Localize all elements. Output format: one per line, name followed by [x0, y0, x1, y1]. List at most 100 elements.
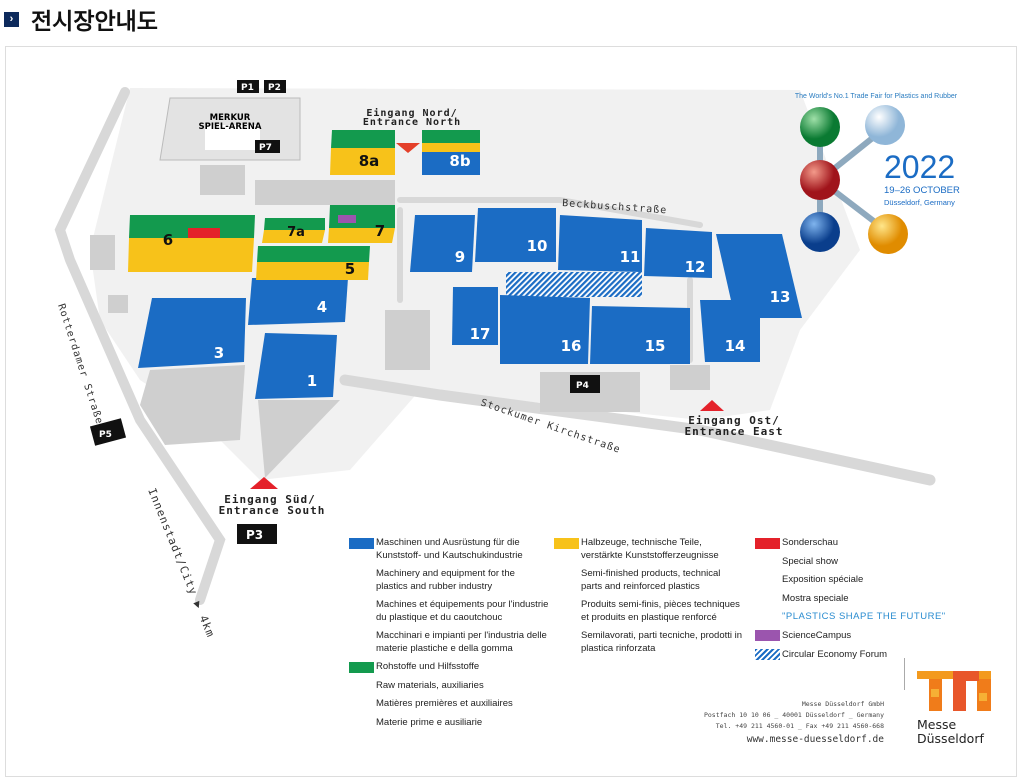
page-title: 전시장안내도 — [31, 9, 158, 35]
hall-8b — [422, 130, 480, 143]
hall-7a — [264, 218, 325, 230]
hall-label: 13 — [770, 288, 791, 306]
hall-1 — [255, 333, 337, 399]
red-sphere-icon — [800, 160, 840, 200]
hall-12 — [644, 228, 712, 278]
arena-label: SPIEL-ARENA — [199, 122, 262, 132]
footer-website[interactable]: www.messe-duesseldorf.de — [746, 734, 884, 745]
hall-label: 17 — [470, 325, 491, 343]
hall-label: 4 — [317, 298, 327, 316]
hall-13 — [716, 234, 802, 318]
green-sphere-icon — [800, 107, 840, 147]
footer-phone: Tel. +49 211 4560-01 _ Fax +49 211 4560-… — [715, 722, 884, 730]
legend-special: Sonderschau Special show Exposition spéc… — [782, 537, 946, 622]
entrance-east-label: Entrance East — [684, 425, 783, 438]
halls — [128, 130, 802, 399]
hall-label: 6 — [163, 231, 173, 249]
blue-sphere-icon — [800, 212, 840, 252]
logo-text: Messe — [917, 717, 957, 732]
svg-text:P1: P1 — [241, 83, 254, 93]
hall-7a-yellow — [262, 230, 325, 243]
hall-7-yellow — [328, 228, 395, 243]
messe-logo-mark — [917, 671, 991, 711]
bullet-icon: › — [4, 11, 19, 27]
hall-8a — [331, 130, 395, 148]
entrance-east-marker — [700, 400, 724, 411]
hall-label: 10 — [527, 237, 548, 255]
hall-14 — [700, 300, 760, 362]
legend-swatch-hatch — [755, 649, 780, 660]
parking-p1 — [237, 80, 259, 93]
svg-text:P7: P7 — [259, 143, 272, 153]
event-year: 2022 — [884, 149, 955, 185]
legend-swatch-purple — [755, 630, 780, 641]
footer-postal: Postfach 10 10 06 _ 40001 Düsseldorf _ G… — [703, 711, 884, 719]
hall-9 — [410, 215, 475, 272]
parking-p2 — [264, 80, 286, 93]
event-dates: 19–26 OCTOBER — [884, 185, 960, 196]
event-location: Düsseldorf, Germany — [884, 198, 955, 207]
legend-raw: Rohstoffe und Hilfsstoffe Raw materials,… — [376, 661, 513, 728]
legend-swatch-yellow — [554, 538, 579, 549]
parking-p7 — [255, 140, 280, 153]
parking-p4 — [570, 375, 600, 393]
hall-7-science-campus — [338, 215, 356, 223]
hall-label: 7a — [287, 225, 305, 240]
hall-label: 8a — [359, 152, 380, 170]
arena-field — [205, 125, 260, 150]
hall-6-yellow — [128, 238, 254, 272]
hall-label: 5 — [345, 260, 355, 278]
divider — [904, 658, 905, 690]
event-tagline: The World's No.1 Trade Fair for Plastics… — [795, 93, 958, 100]
hall-label: 1 — [307, 372, 317, 390]
street-innenstadt: Innenstadt/City ▶ 4km — [145, 486, 217, 639]
entrance-north-label: Eingang Nord/ — [366, 107, 457, 119]
svg-text:P5: P5 — [99, 430, 112, 440]
entrance-north-label: Entrance North — [363, 117, 461, 128]
hall-10 — [475, 208, 556, 262]
hall-16 — [500, 295, 590, 364]
hall-15 — [590, 306, 690, 364]
hall-5 — [257, 246, 370, 262]
entrance-south-plaza — [258, 400, 340, 478]
hall-label: 12 — [685, 258, 706, 276]
messe-logo: Messe Düsseldorf — [917, 671, 991, 746]
hall-label: 7 — [375, 222, 385, 240]
svg-text:P3: P3 — [246, 528, 263, 542]
legend-semi: Halbzeuge, technische Teile,verstärkte K… — [581, 537, 743, 654]
circular-economy-forum — [506, 272, 642, 297]
page-header: › 전시장안내도 — [4, 2, 158, 36]
legend-swatch-red — [755, 538, 780, 549]
entrance-east-label: Eingang Ost/ — [688, 414, 779, 427]
entrance-south-label: Eingang Süd/ — [224, 493, 315, 506]
hall-11 — [558, 215, 642, 272]
hall-label: 9 — [455, 248, 465, 266]
hall-8a-yellow — [330, 148, 395, 175]
hall-8b-yellow — [422, 143, 480, 152]
hall-6-special-show — [188, 228, 220, 238]
service-buildings — [90, 165, 710, 445]
svg-text:P2: P2 — [268, 83, 281, 93]
hall-label: 3 — [214, 344, 224, 362]
hall-label: 11 — [620, 248, 641, 266]
legend-science: ScienceCampus — [782, 630, 852, 641]
hall-4 — [248, 278, 348, 325]
entrance-south-marker — [250, 477, 278, 489]
hall-label: 8b — [449, 152, 470, 170]
legend-circular: Circular Economy Forum — [782, 649, 888, 660]
hall-label: 16 — [561, 337, 582, 355]
parking-p5 — [89, 418, 127, 446]
arena-label: MERKUR — [210, 113, 251, 123]
hall-label: 14 — [725, 337, 746, 355]
hall-label: 15 — [645, 337, 666, 355]
hall-5-yellow — [256, 262, 369, 280]
legend-swatch-green — [349, 662, 374, 673]
entrance-north-marker — [396, 143, 420, 153]
hall-6 — [129, 215, 255, 238]
hall-labels: 1 3 4 5 6 7a 7 8a 8b 9 10 11 12 13 14 15… — [163, 152, 791, 390]
white-sphere-icon — [865, 105, 905, 145]
legend-swatch-blue — [349, 538, 374, 549]
hall-17 — [452, 287, 498, 345]
